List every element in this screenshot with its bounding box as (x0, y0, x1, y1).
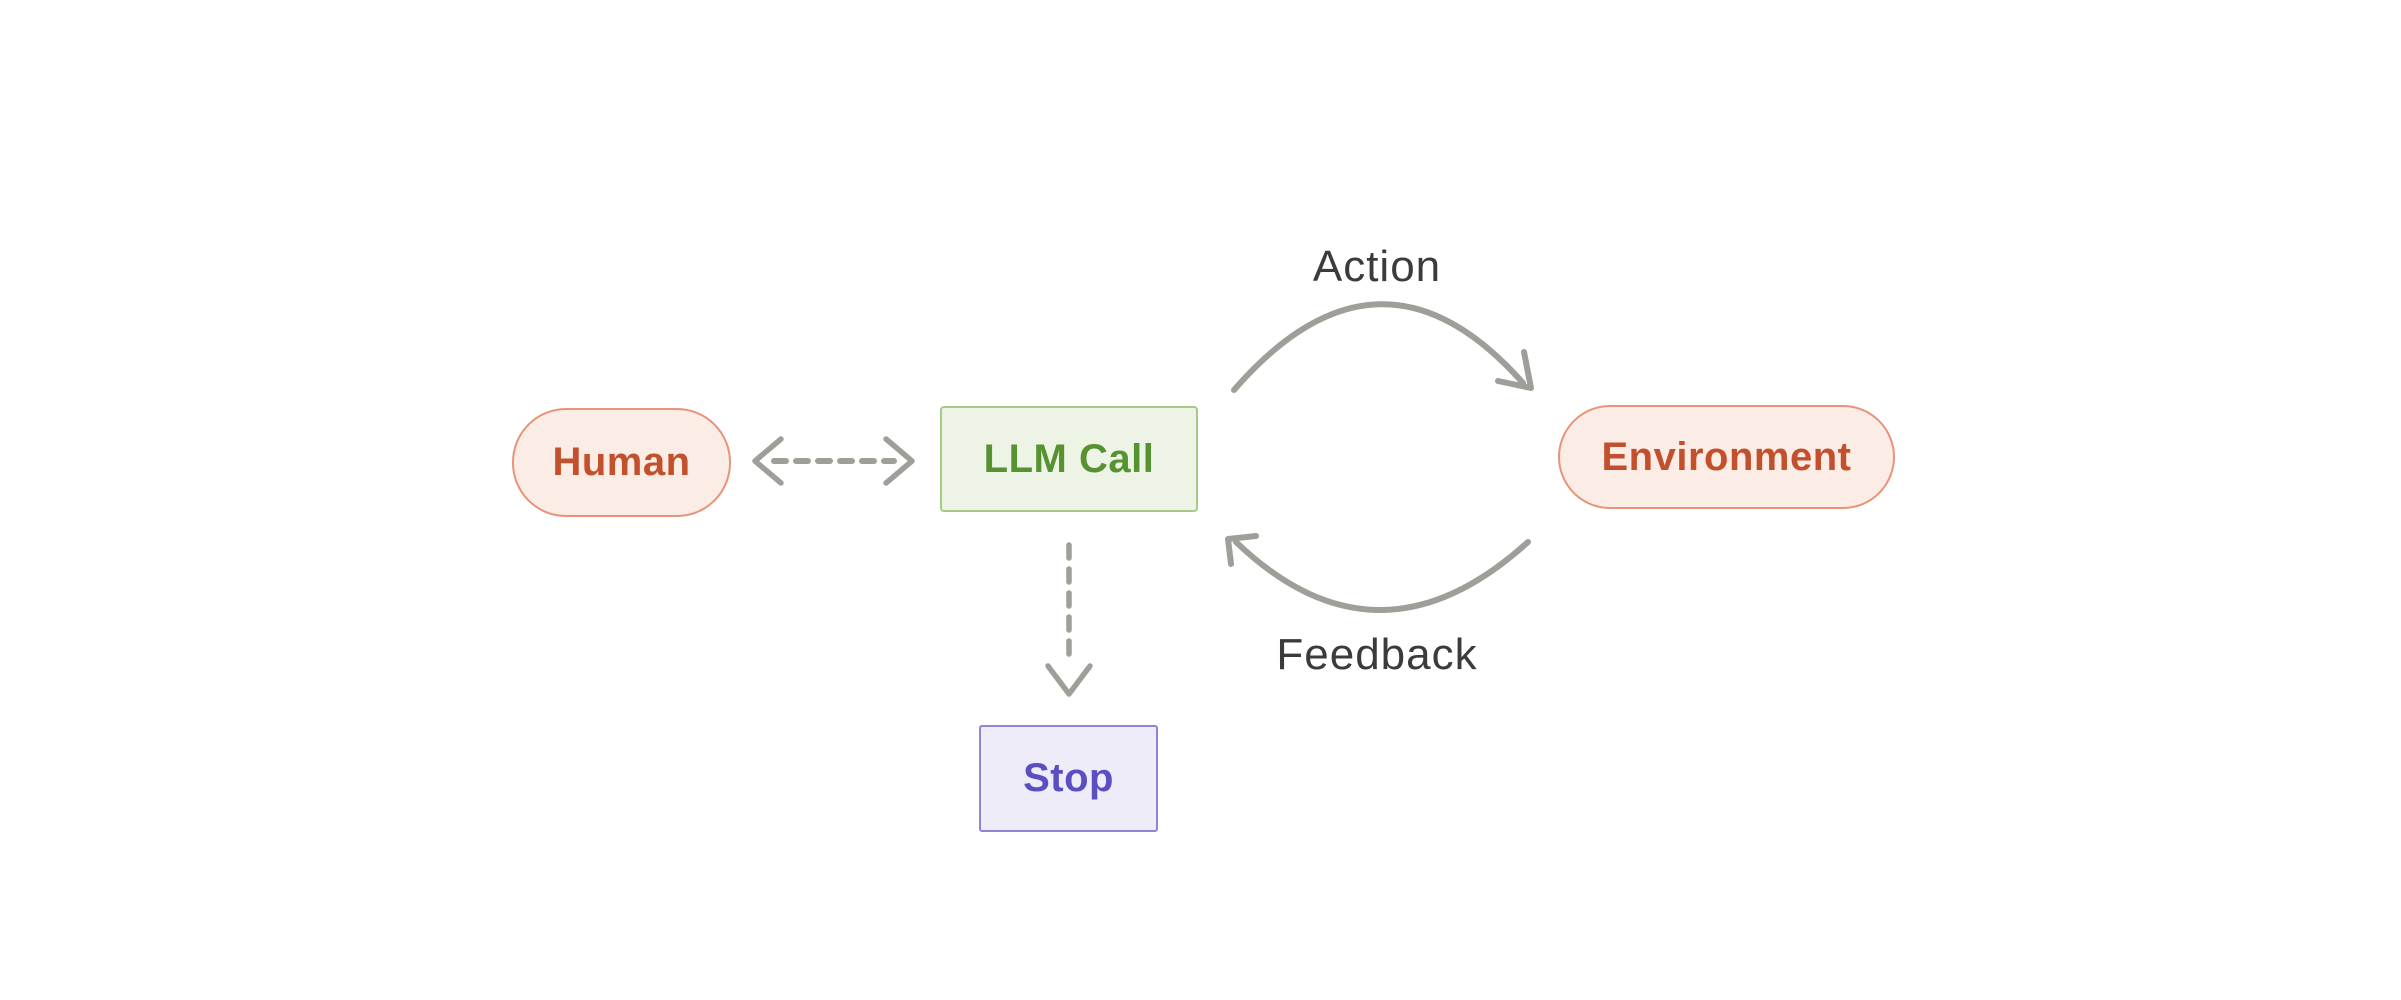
node-llm-call: LLM Call (940, 406, 1198, 512)
node-environment: Environment (1558, 405, 1895, 509)
edge-label-action: Action (1312, 242, 1442, 291)
action-arc-arrow (1231, 301, 1534, 393)
node-environment-label: Environment (1601, 434, 1852, 479)
dashed-double-arrow-human-llm (752, 436, 915, 486)
node-stop-label: Stop (1023, 756, 1114, 800)
node-human-label: Human (552, 440, 691, 484)
node-llm-call-label: LLM Call (983, 436, 1155, 481)
edge-label-feedback: Feedback (1276, 630, 1478, 679)
node-human: Human (512, 408, 731, 517)
feedback-arc-arrow (1225, 533, 1531, 613)
dashed-arrow-llm-stop (1045, 542, 1093, 697)
node-stop: Stop (979, 725, 1158, 832)
